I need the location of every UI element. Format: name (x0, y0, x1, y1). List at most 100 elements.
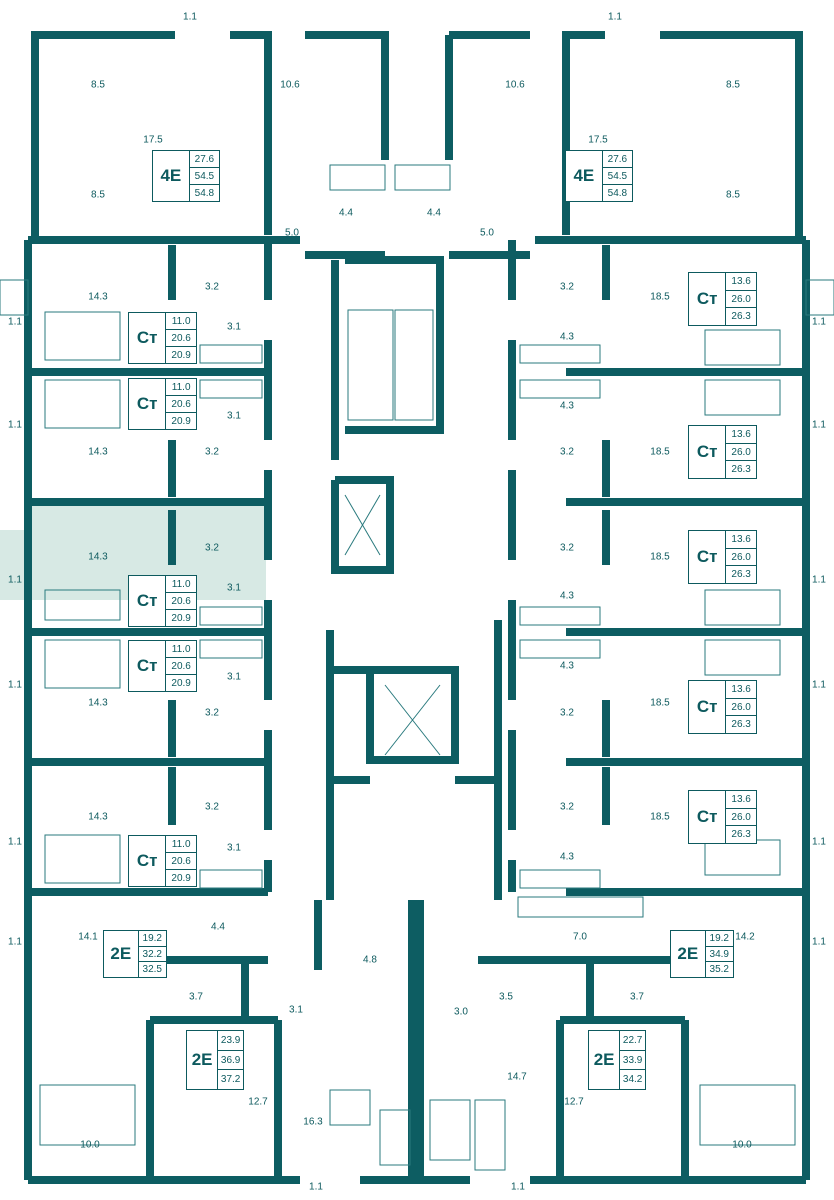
total-area-with-balcony: 20.9 (171, 415, 191, 427)
room-area: 3.2 (560, 281, 574, 293)
room-area: 4.3 (560, 400, 574, 412)
total-area: 54.5 (602, 168, 632, 185)
room-area: 4.8 (363, 954, 377, 966)
room-area: 10.6 (280, 79, 300, 91)
room-area: 12.7 (564, 1096, 584, 1108)
room-area: 3.5 (499, 991, 513, 1003)
room-area: 10.6 (505, 79, 525, 91)
total-area: 26.0 (726, 699, 756, 717)
room-area: 3.1 (227, 671, 241, 683)
total-area-with-balcony: 37.2 (220, 1074, 241, 1086)
room-area: 8.5 (91, 189, 105, 201)
living-area: 13.6 (726, 531, 756, 549)
living-area: 11.0 (166, 641, 196, 658)
balcony-area: 1.1 (812, 574, 826, 586)
balcony-area: 1.1 (812, 836, 826, 848)
balcony-area: 1.1 (8, 936, 22, 948)
room-area: 8.5 (91, 79, 105, 91)
unit-type: Ст (696, 547, 718, 566)
room-area: 18.5 (650, 551, 670, 563)
balcony-area: 1.1 (8, 419, 22, 431)
unit-type: Ст (136, 394, 158, 413)
room-area: 10.0 (732, 1139, 752, 1151)
room-area: 8.5 (726, 189, 740, 201)
total-area: 54.5 (189, 168, 219, 185)
room-area: 8.5 (726, 79, 740, 91)
room-area: 3.7 (189, 991, 203, 1003)
unit-type: Ст (136, 851, 158, 870)
room-area: 5.0 (285, 227, 299, 239)
living-area: 13.6 (726, 681, 756, 699)
total-area: 20.6 (166, 853, 196, 870)
balcony-area: 1.1 (812, 419, 826, 431)
room-area: 3.2 (560, 446, 574, 458)
unit-type: Ст (696, 442, 718, 461)
total-area-with-balcony: 20.9 (171, 872, 191, 884)
living-area: 11.0 (166, 836, 196, 853)
room-area: 4.3 (560, 590, 574, 602)
balcony-area: 1.1 (8, 679, 22, 691)
total-area-with-balcony: 20.9 (171, 612, 191, 624)
room-area: 18.5 (650, 446, 670, 458)
highlighted-balcony (0, 530, 28, 600)
total-area: 20.6 (166, 593, 196, 610)
room-area: 14.7 (507, 1071, 527, 1083)
total-area: 26.0 (726, 549, 756, 567)
room-area: 16.3 (303, 1116, 323, 1128)
room-area: 3.1 (227, 842, 241, 854)
total-area: 26.0 (726, 809, 756, 827)
room-area: 18.5 (650, 811, 670, 823)
balcony-area: 1.1 (608, 11, 622, 23)
room-area: 18.5 (650, 697, 670, 709)
room-area: 3.1 (227, 321, 241, 333)
living-area: 11.0 (166, 313, 196, 330)
room-area: 3.2 (205, 446, 219, 458)
living-area: 19.2 (705, 931, 733, 947)
total-area-with-balcony: 26.3 (731, 569, 751, 581)
room-area: 3.7 (630, 991, 644, 1003)
room-area: 14.2 (735, 931, 755, 943)
living-area: 19.2 (138, 931, 166, 947)
balcony-area: 1.1 (8, 836, 22, 848)
room-area: 5.0 (480, 227, 494, 239)
balcony-area: 1.1 (8, 316, 22, 328)
room-area: 14.3 (88, 551, 108, 563)
balcony-area: 1.1 (183, 11, 197, 23)
living-area: 13.6 (726, 791, 756, 809)
living-area: 27.6 (189, 151, 219, 168)
total-area: 26.0 (726, 291, 756, 309)
living-area: 11.0 (166, 379, 196, 396)
room-area: 12.7 (248, 1096, 268, 1108)
room-area: 17.5 (588, 134, 608, 146)
total-area: 20.6 (166, 658, 196, 675)
room-area: 14.3 (88, 697, 108, 709)
total-area-with-balcony: 32.5 (142, 964, 162, 976)
total-area: 33.9 (620, 1051, 645, 1071)
total-area-with-balcony: 54.8 (607, 187, 628, 199)
total-area-with-balcony: 26.3 (731, 829, 751, 841)
room-area: 18.5 (650, 291, 670, 303)
room-area: 3.2 (205, 281, 219, 293)
room-area: 4.4 (211, 921, 225, 933)
room-area: 3.2 (560, 801, 574, 813)
unit-type: 2E (677, 944, 699, 963)
total-area: 32.2 (138, 947, 166, 963)
balcony-area: 1.1 (812, 316, 826, 328)
total-area-with-balcony: 34.2 (622, 1074, 643, 1086)
